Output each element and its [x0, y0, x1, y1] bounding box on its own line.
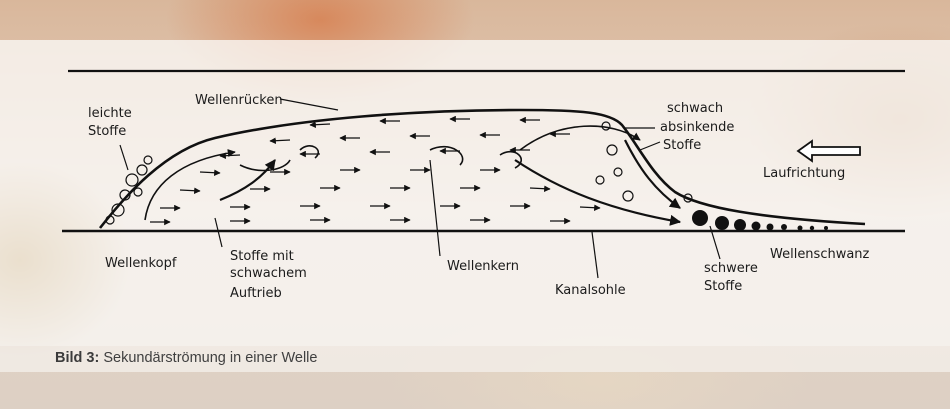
light-particles	[106, 156, 152, 224]
leader-lines	[120, 99, 720, 278]
label-laufrichtung: Laufrichtung	[763, 166, 845, 181]
figure-caption: Bild 3: Sekundärströmung in einer Welle	[55, 350, 317, 366]
label-schwach: schwach	[667, 101, 723, 116]
caption-text: Sekundärströmung in einer Welle	[99, 350, 317, 366]
label-absinkende: absinkende	[660, 120, 734, 135]
label-wellenkern: Wellenkern	[447, 259, 519, 274]
label-leichte-stoffe: Stoffe	[88, 124, 126, 139]
caption-prefix: Bild 3:	[55, 350, 99, 366]
direction-arrow-icon	[798, 141, 860, 161]
wave-outline	[100, 110, 865, 228]
label-absinkende-stoffe: Stoffe	[663, 138, 701, 153]
label-leichte: leichte	[88, 106, 132, 121]
label-schwere-stoffe: Stoffe	[704, 279, 742, 294]
label-wellenkopf: Wellenkopf	[105, 256, 177, 271]
label-schwere: schwere	[704, 261, 758, 276]
label-stoffe-mit: Stoffe mit	[230, 249, 294, 264]
caption-bar: Bild 3: Sekundärströmung in einer Welle	[0, 346, 950, 372]
label-kanalsohle: Kanalsohle	[555, 283, 626, 298]
label-wellenruecken: Wellenrücken	[195, 93, 283, 108]
label-wellenschwanz: Wellenschwanz	[770, 247, 870, 262]
label-auftrieb: Auftrieb	[230, 286, 282, 301]
label-schwachem: schwachem	[230, 266, 307, 281]
